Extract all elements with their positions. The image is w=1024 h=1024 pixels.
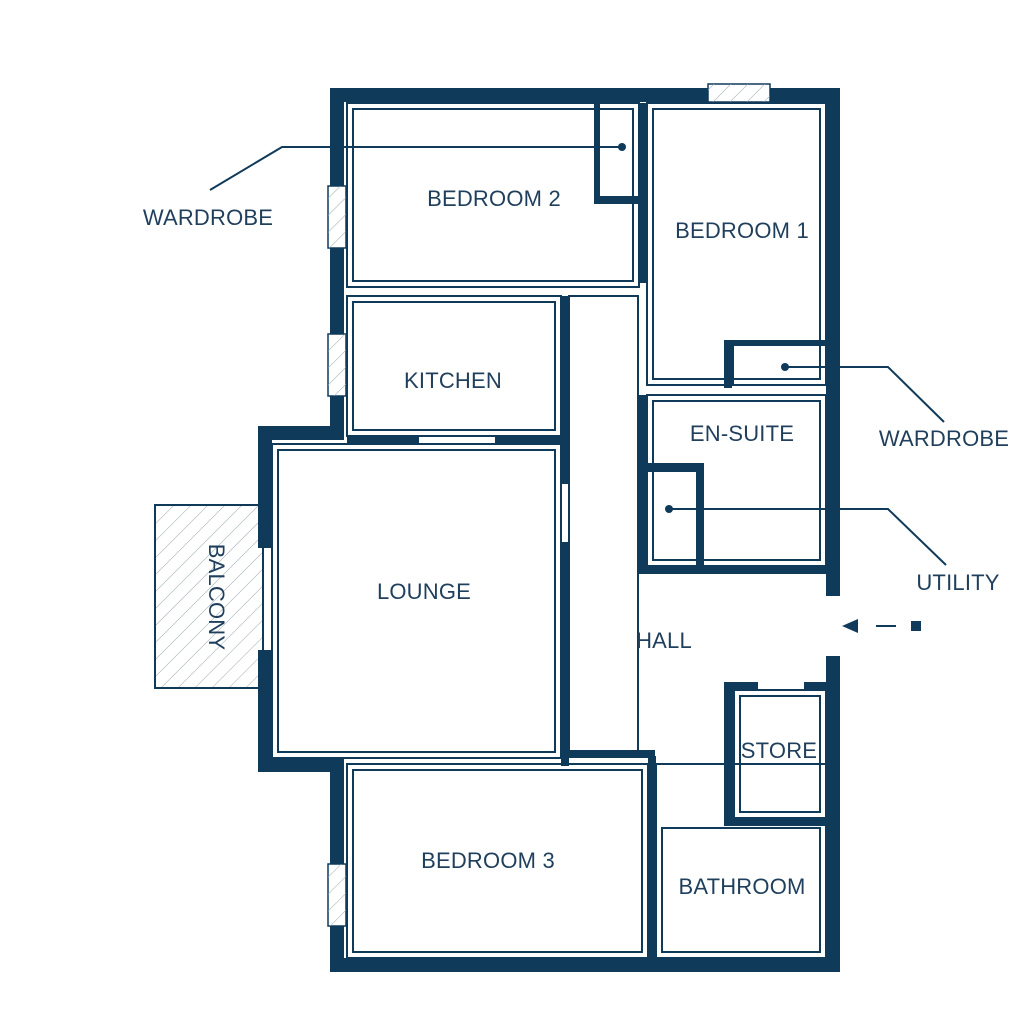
callout-wardrobe-right-label: WARDROBE (879, 426, 1009, 451)
callout-utility-label: UTILITY (916, 570, 999, 595)
label-bedroom-1: BEDROOM 1 (675, 218, 809, 243)
label-balcony: BALCONY (204, 544, 229, 651)
label-hall: HALL (636, 628, 692, 653)
callout-utility (665, 505, 947, 566)
label-bedroom-2: BEDROOM 2 (427, 186, 561, 211)
label-lounge: LOUNGE (377, 579, 471, 604)
label-store: STORE (741, 738, 817, 763)
inner-walls (271, 102, 827, 959)
label-kitchen: KITCHEN (404, 368, 502, 393)
arrow-left-icon (842, 619, 921, 633)
label-en-suite: EN-SUITE (690, 421, 794, 446)
callout-wardrobe-left (209, 143, 626, 191)
callout-wardrobe-right (781, 363, 945, 423)
label-bedroom-3: BEDROOM 3 (421, 848, 555, 873)
balcony (154, 504, 264, 689)
callout-wardrobe-left-label: WARDROBE (143, 205, 273, 230)
label-bathroom: BATHROOM (678, 874, 805, 899)
